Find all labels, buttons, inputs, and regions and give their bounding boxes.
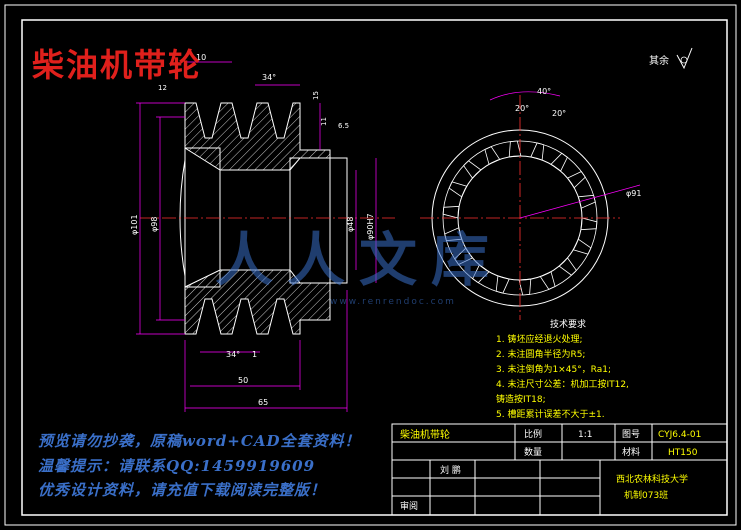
end-tooth bbox=[508, 140, 522, 158]
tech-item: 2. 未注圆角半径为R5; bbox=[496, 350, 586, 360]
dim-length-inner: 50 bbox=[238, 376, 248, 385]
tech-heading: 技术要求 bbox=[550, 320, 587, 330]
end-tooth bbox=[577, 194, 596, 209]
technical-requirements: 技术要求 1. 铸坯应经退火处理; 2. 未注圆角半径为R5; 3. 未注倒角为… bbox=[496, 318, 629, 423]
end-dim-leader bbox=[519, 184, 641, 219]
end-tooth bbox=[566, 170, 586, 189]
end-tooth bbox=[550, 152, 568, 172]
site-watermark-logo: 人人文库 www.renrendoc.com bbox=[215, 226, 503, 307]
tb-material-value: HT150 bbox=[668, 448, 698, 458]
end-tooth bbox=[454, 247, 474, 266]
dim-groove-angle: 34° bbox=[262, 73, 276, 82]
roughness-symbol-icon bbox=[676, 47, 693, 70]
tb-review-label: 审阅 bbox=[400, 500, 418, 512]
end-tooth bbox=[572, 238, 592, 255]
end-tooth bbox=[558, 257, 577, 276]
tech-item: 铸造按IT18; bbox=[496, 395, 546, 405]
tb-scale-label: 比例 bbox=[524, 428, 542, 440]
inner-border bbox=[21, 19, 728, 516]
outer-border bbox=[4, 4, 737, 526]
end-tooth bbox=[518, 278, 532, 296]
tech-item: 3. 未注倒角为1×45°，Ra1; bbox=[496, 365, 611, 375]
end-tooth bbox=[463, 160, 482, 179]
dim-bottom-small: 1 bbox=[252, 350, 257, 359]
tb-material-label: 材料 bbox=[622, 446, 640, 458]
tb-class: 机制073班 bbox=[624, 489, 668, 501]
end-tooth bbox=[442, 205, 460, 219]
tb-drawing-no-value: CYJ6.4-01 bbox=[658, 430, 701, 440]
tb-qty-label: 数量 bbox=[524, 446, 542, 458]
upper-rim-section bbox=[184, 102, 331, 171]
dim-angle-b: 20° bbox=[552, 109, 566, 118]
section-view bbox=[136, 61, 395, 412]
boss-outline bbox=[329, 157, 348, 284]
dim-angle-small: 6.5 bbox=[338, 122, 349, 130]
end-tooth bbox=[539, 271, 556, 290]
dim-right-2: 11 bbox=[320, 117, 328, 126]
dim-key-diameter: φ90H7 bbox=[366, 213, 375, 240]
dim-inner-diameter: φ48 bbox=[346, 217, 355, 232]
end-tooth bbox=[530, 142, 545, 161]
end-teeth-group bbox=[442, 140, 598, 296]
end-tooth bbox=[580, 217, 598, 231]
watermark-line-3: 优秀设计资料，请充值下载阅读完整版！ bbox=[38, 481, 327, 499]
tech-item: 1. 铸坯应经退火处理; bbox=[496, 335, 583, 345]
end-tooth bbox=[444, 227, 463, 242]
dim-small-1: 12 bbox=[158, 84, 167, 92]
dim-left-diameter: φ101 bbox=[130, 214, 139, 235]
site-watermark-text: 人人文库 bbox=[215, 226, 503, 294]
dim-bottom-angle: 34° bbox=[226, 350, 240, 359]
watermark-line-2: 温馨提示：请联系QQ:1459919609 bbox=[38, 457, 316, 475]
dim-right-1: 15 bbox=[312, 91, 320, 100]
end-tooth bbox=[448, 181, 468, 198]
site-watermark-url: www.renrendoc.com bbox=[330, 297, 456, 307]
roughness-label: 其余 bbox=[649, 56, 669, 67]
roughness-circle bbox=[680, 56, 688, 64]
tb-school: 西北农林科技大学 bbox=[616, 473, 688, 485]
dim-angle-top: 40° bbox=[537, 87, 551, 96]
tech-item: 4. 未注尺寸公差：机加工按IT12, bbox=[496, 380, 629, 390]
end-tooth bbox=[495, 275, 510, 294]
end-tooth bbox=[472, 264, 490, 284]
dim-angle-a: 20° bbox=[515, 104, 529, 113]
end-tooth bbox=[484, 146, 501, 165]
watermark-line-1: 预览请勿抄袭，原稿word+CAD全套资料！ bbox=[38, 432, 361, 450]
drawing-title: 柴油机带轮 bbox=[32, 46, 203, 84]
dim-length-total: 65 bbox=[258, 398, 268, 407]
tb-drawing-no-label: 图号 bbox=[622, 429, 640, 440]
tb-scale-value: 1:1 bbox=[578, 430, 592, 440]
tb-designer: 刘 鹏 bbox=[440, 464, 461, 476]
dim-top-pitch: 10 bbox=[196, 53, 206, 62]
dim-bore-diameter: φ98 bbox=[150, 217, 159, 232]
tb-part-name: 柴油机带轮 bbox=[400, 428, 450, 441]
tech-item: 5. 槽距累计误差不大于±1. bbox=[496, 410, 605, 420]
dim-outer-circle: φ91 bbox=[626, 189, 641, 198]
end-angle-arc bbox=[489, 91, 561, 101]
title-block bbox=[391, 423, 728, 516]
end-view bbox=[420, 91, 641, 320]
